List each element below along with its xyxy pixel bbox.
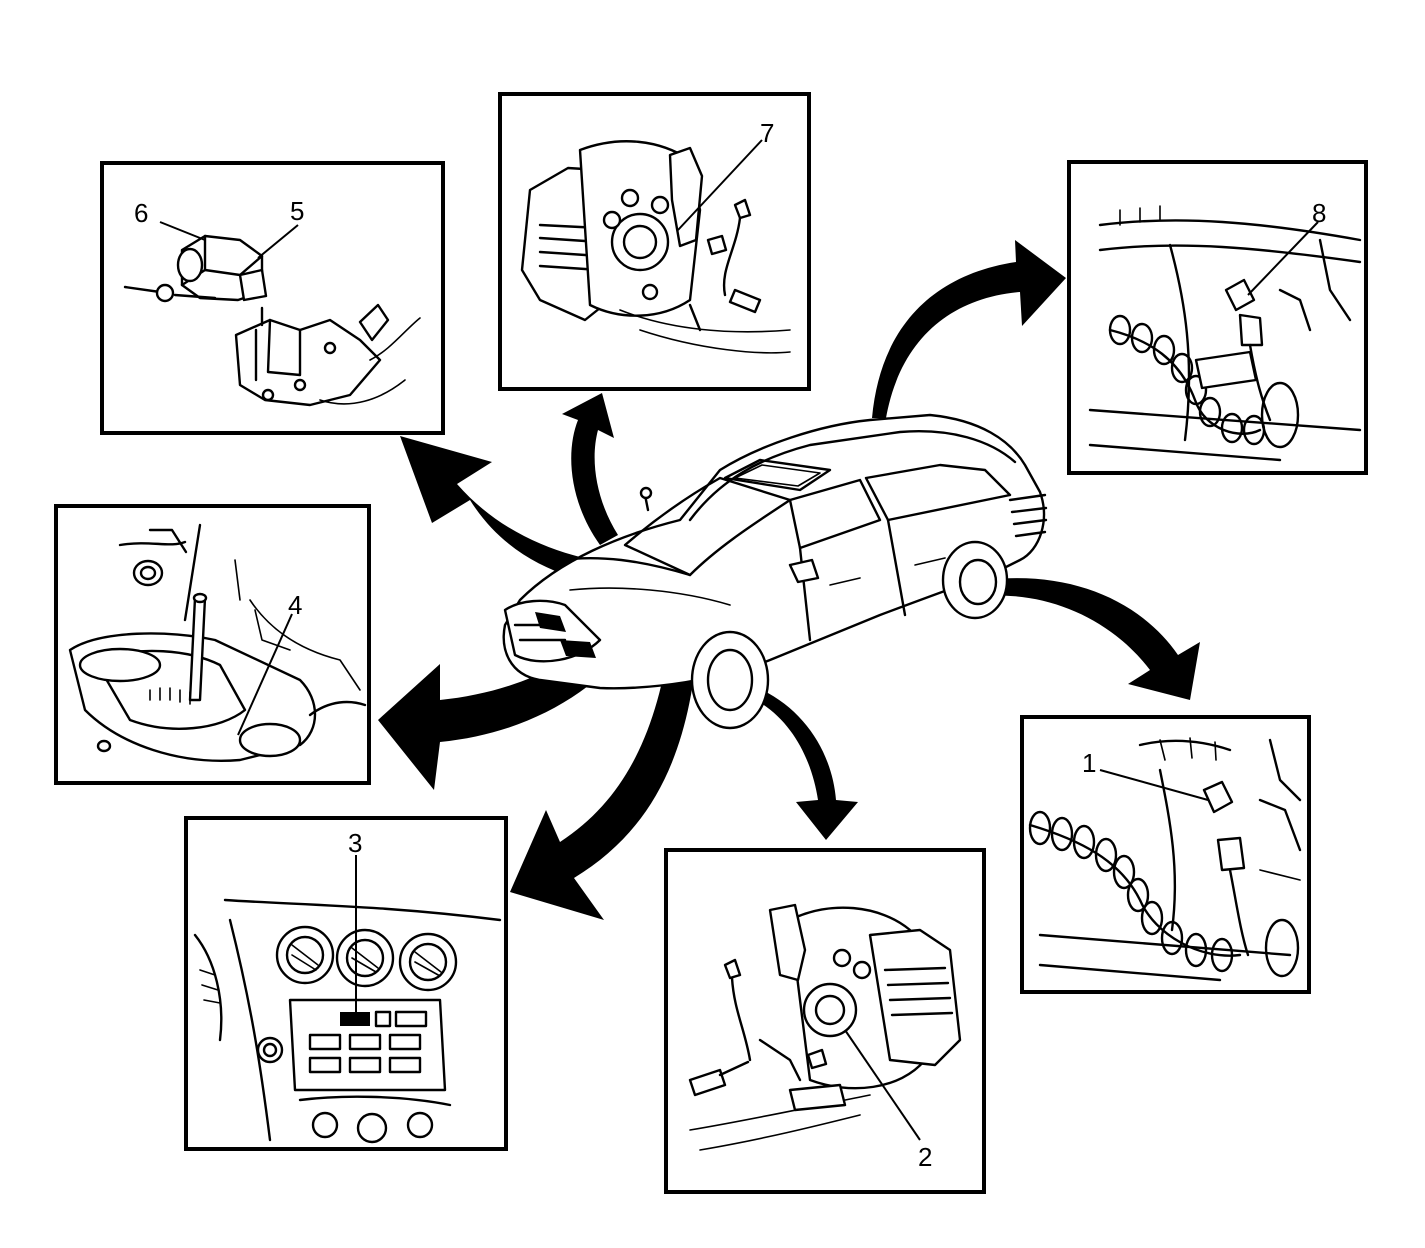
panel-middle-left: 4 xyxy=(54,504,371,785)
callout-8: 8 xyxy=(1312,198,1326,228)
leader-5 xyxy=(257,224,299,259)
panel-top-right: 8 xyxy=(1067,160,1368,475)
arrow-to-panel-bottom-right xyxy=(985,578,1200,700)
leader-1 xyxy=(1099,769,1209,801)
callout-5: 5 xyxy=(290,196,304,226)
callout-3: 3 xyxy=(348,828,362,858)
arrow-to-panel-top-right xyxy=(872,240,1066,418)
panel-top-center: 7 xyxy=(498,92,811,391)
leader-8 xyxy=(1247,221,1319,296)
arrow-to-panel-middle-left xyxy=(378,560,680,790)
callout-6: 6 xyxy=(134,198,148,228)
arrow-to-panel-top-left xyxy=(400,436,668,590)
callout-4: 4 xyxy=(288,590,302,620)
panel-lower-left: 3 xyxy=(184,816,508,1151)
arrow-to-panel-top-center xyxy=(562,393,618,545)
panel-top-left: 6 5 xyxy=(100,161,445,435)
panel-bottom-center: 2 xyxy=(664,848,986,1194)
arrow-to-panel-bottom-center xyxy=(738,682,858,840)
leader-4 xyxy=(237,613,293,736)
leader-6 xyxy=(159,221,206,241)
leader-7 xyxy=(677,139,763,231)
callout-7: 7 xyxy=(760,118,774,148)
vehicle-illustration xyxy=(502,413,1048,730)
callout-2: 2 xyxy=(918,1142,932,1172)
leader-2 xyxy=(844,1029,921,1141)
panel-bottom-right: 1 xyxy=(1020,715,1311,994)
callout-1: 1 xyxy=(1082,748,1096,778)
